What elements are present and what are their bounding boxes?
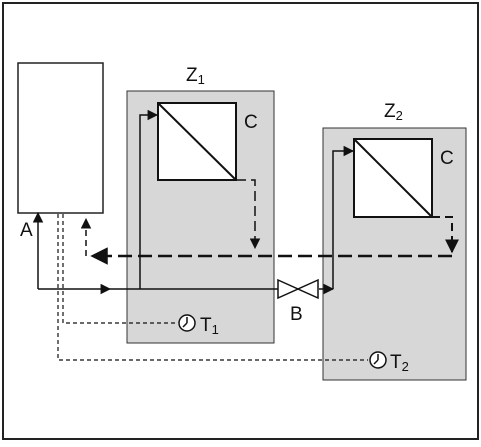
boiler-output-label: A: [20, 220, 33, 241]
exchanger1-label: C: [244, 112, 258, 133]
zone-valve: [277, 278, 319, 300]
valve-label: B: [290, 304, 303, 325]
zone1-label: Z1: [186, 65, 205, 87]
zone2-label: Z2: [384, 101, 403, 123]
return-pipe: [80, 179, 459, 265]
thermostat-wiring: [57, 214, 368, 361]
flow-pipe: [37, 109, 355, 295]
exchanger2-label: C: [440, 148, 454, 169]
thermostat-1-clock-icon: [178, 314, 196, 332]
thermostat1-label: T1: [200, 315, 219, 337]
heat-exchanger-2: [353, 138, 433, 218]
boiler: [17, 62, 104, 214]
thermostat2-label: T2: [390, 352, 409, 374]
heat-exchanger-1: [157, 102, 237, 181]
thermostat-2-clock-icon: [369, 351, 387, 369]
